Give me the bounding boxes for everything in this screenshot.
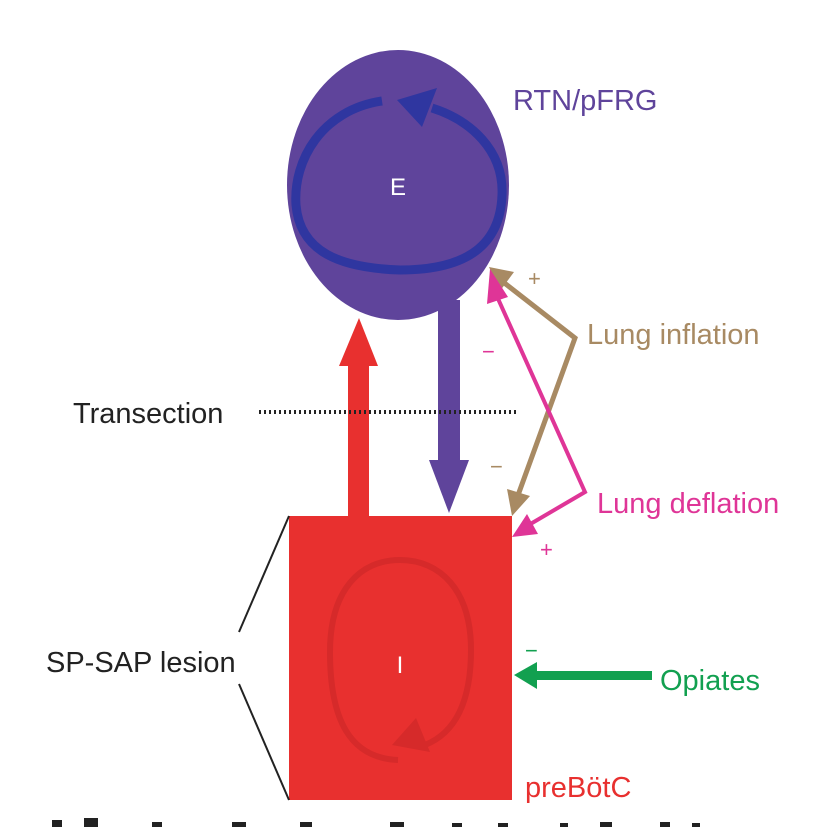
- lung-inflation-sign-prebotc: −: [490, 454, 503, 479]
- expiratory-loop-icon: [291, 96, 507, 275]
- lung-deflation-label: Lung deflation: [597, 488, 779, 520]
- prebotc-to-rtn-shaft: [348, 362, 369, 518]
- opiates-arrowhead: [514, 662, 537, 689]
- prebotc-node: I: [289, 516, 512, 800]
- lung-deflation-sign-prebotc: +: [540, 537, 553, 562]
- lung-inflation-label: Lung inflation: [587, 319, 760, 351]
- lung-deflation-sign-rtn: −: [482, 339, 495, 364]
- lung-inflation-input: + −: [489, 266, 578, 516]
- rtn-inner-label: E: [390, 174, 406, 201]
- prebotc-to-rtn-arrow: [339, 318, 378, 518]
- lung-deflation-to-rtn-arrowhead: [487, 269, 508, 304]
- transection-label: Transection: [73, 398, 223, 430]
- lesion-bracket: [238, 515, 290, 801]
- lesion-bracket-upper: [238, 515, 290, 633]
- expiratory-loop-arrowhead-icon: [397, 88, 437, 127]
- inspiratory-loop-arrowhead-icon: [392, 718, 430, 752]
- rtn-to-prebotc-shaft: [438, 300, 460, 463]
- rtn-to-prebotc-arrow: [429, 300, 469, 513]
- rtn-pfrg-node: E: [287, 50, 509, 320]
- opiates-shaft: [530, 671, 652, 680]
- rtn-pfrg-label: RTN/pFRG: [513, 85, 657, 117]
- lung-inflation-to-rtn-arrowhead: [489, 267, 514, 291]
- inspiratory-loop-icon: [326, 556, 475, 763]
- lung-inflation-sign-rtn: +: [528, 266, 541, 291]
- rtn-to-prebotc-arrowhead: [429, 460, 469, 513]
- lesion-label: SP-SAP lesion: [46, 647, 236, 679]
- opiates-sign: −: [525, 638, 538, 663]
- prebotc-label: preBötC: [525, 772, 631, 804]
- cropped-caption-fragment: [52, 818, 700, 827]
- lung-deflation-to-prebotc-arrowhead: [512, 514, 538, 537]
- lung-deflation-path: [493, 291, 588, 528]
- prebotc-to-rtn-arrowhead: [339, 318, 378, 366]
- lung-inflation-to-prebotc-arrowhead: [507, 489, 530, 516]
- prebotc-inner-label: I: [397, 652, 404, 679]
- opiates-input: −: [514, 638, 652, 689]
- lung-deflation-input: − +: [482, 269, 588, 562]
- lung-inflation-path: [496, 276, 578, 499]
- opiates-label: Opiates: [660, 665, 760, 697]
- prebotc-body: [289, 516, 512, 800]
- lesion-bracket-lower: [238, 683, 290, 801]
